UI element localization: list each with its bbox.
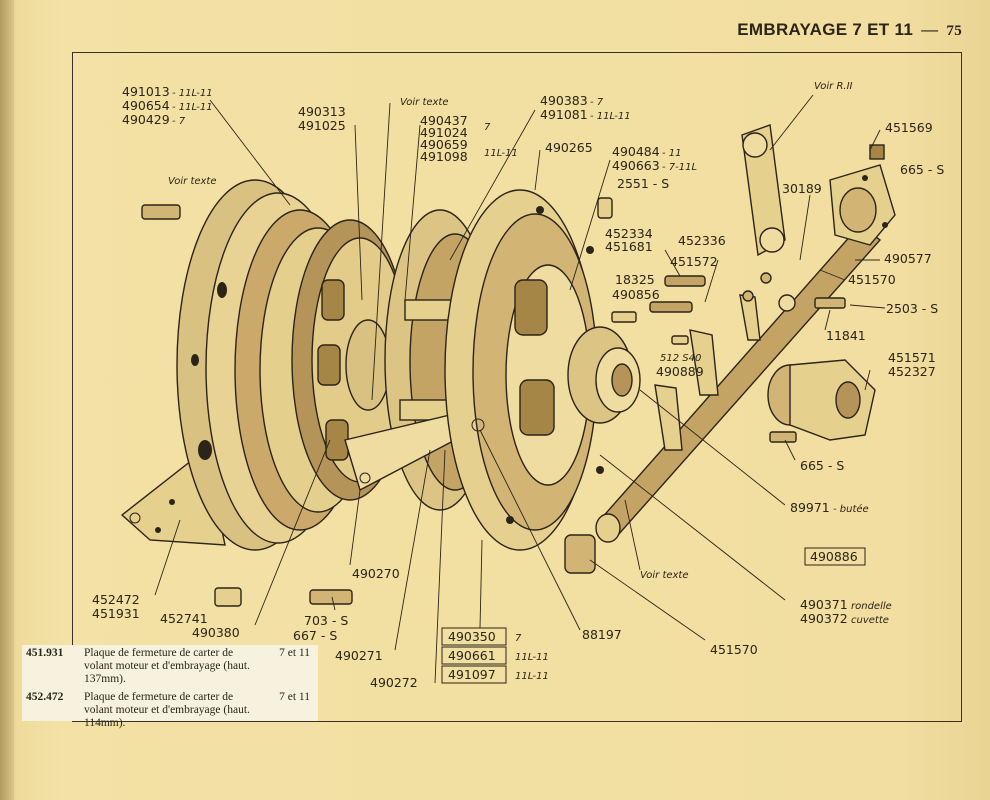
label-665s-a: 665 - S	[900, 162, 944, 177]
label-490350: 490350	[448, 629, 496, 644]
label-89971: 89971	[790, 500, 830, 515]
label-2551s: 2551 - S	[617, 176, 669, 191]
label-490889: 490889	[656, 364, 704, 379]
label-490265: 490265	[545, 140, 593, 155]
label-490371: 490371	[800, 597, 848, 612]
leader-lines	[154, 94, 886, 684]
caption-code: 451.931	[26, 647, 64, 659]
page-header: EMBRAYAGE 7 ET 11 — 75	[737, 20, 962, 40]
shaft-flange-drawing	[829, 144, 896, 246]
small-parts-drawing	[141, 197, 846, 607]
label-667s: 667 - S	[293, 628, 337, 643]
page-number: 75	[946, 23, 962, 39]
label-89971-suffix: - butée	[833, 503, 869, 515]
label-490856: 490856	[612, 287, 660, 302]
label-451931: 451931	[92, 606, 140, 621]
label-voir-r2: Voir R.II	[814, 81, 853, 92]
label-490272: 490272	[370, 675, 418, 690]
label-452327: 452327	[888, 364, 936, 379]
label-452472: 452472	[92, 592, 140, 607]
label-490313: 490313	[298, 104, 346, 119]
label-group1-suffix-b: 11L-11	[484, 148, 518, 159]
label-voir-texte-1: Voir texte	[168, 176, 217, 187]
label-451569: 451569	[885, 120, 933, 135]
label-491025: 491025	[298, 118, 346, 133]
label-490659: 490659	[420, 137, 468, 152]
label-491097: 491097	[448, 667, 496, 682]
page-gutter	[0, 0, 14, 800]
label-452336: 452336	[678, 233, 726, 248]
release-shaft-drawing	[595, 224, 882, 543]
label-490372: 490372	[800, 611, 848, 626]
label-11841: 11841	[826, 328, 866, 343]
label-490429: 490429	[122, 112, 170, 127]
label-490380: 490380	[192, 625, 240, 640]
label-30189: 30189	[782, 181, 822, 196]
label-490383-suffix: - 7	[590, 97, 604, 108]
label-490886: 490886	[810, 549, 858, 564]
label-490350-suffix: 7	[515, 633, 522, 644]
label-490371-suffix: rondelle	[851, 601, 892, 612]
diagram-frame	[72, 52, 962, 722]
caption-model: 7 et 11	[279, 691, 310, 703]
label-490372-suffix: cuvette	[851, 615, 889, 626]
label-512s40: 512 S40	[660, 353, 701, 364]
label-490663-suffix: - 7-11L	[662, 162, 697, 173]
label-490271: 490271	[335, 648, 383, 663]
label-491097-suffix: 11L-11	[515, 671, 549, 682]
label-2503s: 2503 - S	[886, 301, 938, 316]
label-452741: 452741	[160, 611, 208, 626]
label-451681: 451681	[605, 239, 653, 254]
label-voir-texte-2: Voir texte	[400, 97, 449, 108]
label-490383: 490383	[540, 93, 588, 108]
label-491013: 491013	[122, 84, 170, 99]
label-490484-suffix: - 11	[662, 148, 682, 159]
label-665s-b: 665 - S	[800, 458, 844, 473]
label-452334: 452334	[605, 226, 653, 241]
label-451570-b: 451570	[710, 642, 758, 657]
label-491081: 491081	[540, 107, 588, 122]
label-490437: 490437	[420, 113, 468, 128]
label-490654: 490654	[122, 98, 170, 113]
label-491081-suffix: - 11L-11	[590, 111, 631, 122]
release-lever-drawing	[741, 124, 786, 257]
page-title: EMBRAYAGE 7 ET 11	[737, 20, 914, 39]
label-703s: 703 - S	[304, 613, 348, 628]
label-451572: 451572	[670, 254, 718, 269]
caption-code: 452.472	[26, 691, 64, 703]
caption-model: 7 et 11	[279, 647, 310, 659]
label-voir-texte-3: Voir texte	[640, 570, 689, 581]
label-490661-suffix: 11L-11	[515, 652, 549, 663]
label-88197: 88197	[582, 627, 622, 642]
label-451570-a: 451570	[848, 272, 896, 287]
label-491013-suffix: - 11L-11	[172, 88, 213, 99]
label-group1-suffix-a: 7	[484, 122, 491, 133]
label-490654-suffix: - 11L-11	[172, 102, 213, 113]
part-labels: 491013 - 11L-11 490654 - 11L-11 490429 -…	[92, 81, 944, 690]
bearing-housing-drawing	[767, 359, 876, 441]
label-490429-suffix: - 7	[172, 116, 186, 127]
label-490484: 490484	[612, 144, 660, 159]
header-dash: —	[921, 20, 939, 39]
caption-description: Plaque de fermeture de carter de volant …	[84, 691, 250, 729]
caption-row: 452.472 Plaque de fermeture de carter de…	[22, 689, 318, 733]
caption-row: 451.931 Plaque de fermeture de carter de…	[22, 645, 318, 689]
clutch-cover-drawing	[444, 189, 604, 551]
caption-table: 451.931 Plaque de fermeture de carter de…	[22, 645, 318, 729]
label-451571: 451571	[888, 350, 936, 365]
release-bearing-drawing	[567, 326, 641, 424]
label-491024: 491024	[420, 125, 468, 140]
label-490270: 490270	[352, 566, 400, 581]
label-490663: 490663	[612, 158, 660, 173]
label-490661: 490661	[448, 648, 496, 663]
caption-description: Plaque de fermeture de carter de volant …	[84, 647, 250, 685]
label-18325: 18325	[615, 272, 655, 287]
label-491098: 491098	[420, 149, 468, 164]
label-490577: 490577	[884, 251, 932, 266]
